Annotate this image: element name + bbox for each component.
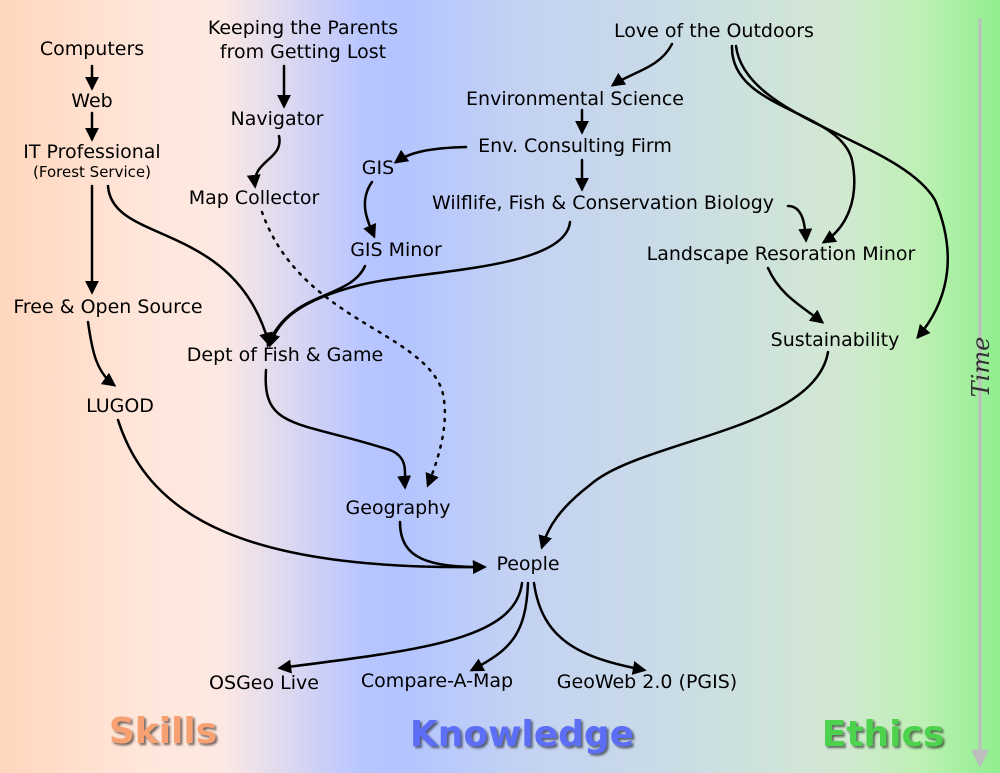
node-keeping-parents-line1: Keeping the Parents — [207, 17, 399, 39]
node-landscape-minor: Landscape Resoration Minor — [646, 243, 916, 265]
node-keeping-parents-line2: from Getting Lost — [219, 41, 387, 63]
node-geoweb: GeoWeb 2.0 (PGIS) — [556, 671, 738, 693]
edge-sustainability-people — [538, 350, 830, 550]
node-forest-service-label: (Forest Service) — [33, 163, 151, 181]
node-geography: Geography — [345, 497, 451, 519]
edge-people-osgeo — [277, 581, 524, 674]
edge-wildlife-dfg — [266, 220, 572, 348]
category-ethics-label: Ethics — [821, 714, 945, 755]
edge-lugod-people — [116, 418, 487, 575]
node-love-outdoors: Love of the Outdoors — [614, 20, 814, 42]
time-axis-label: Time — [967, 336, 995, 398]
edge-gis-gisminor — [363, 180, 377, 239]
edge-love-sustainability — [734, 44, 949, 340]
node-gis-minor: GIS Minor — [350, 239, 442, 261]
category-knowledge-label: Knowledge — [409, 714, 635, 755]
node-env-consulting: Env. Consulting Firm — [478, 135, 672, 157]
edge-consulting-gis — [393, 145, 468, 164]
node-keeping-parents: Keeping the Parents from Getting Lost — [208, 16, 398, 64]
edge-people-compare — [469, 581, 530, 672]
edge-love-envsci — [610, 42, 674, 87]
edge-navigator-mapcollector — [246, 134, 281, 189]
edge-people-geoweb — [532, 581, 647, 675]
edge-love-landscape — [730, 44, 856, 244]
edge-itpro-dfg — [106, 184, 273, 347]
edge-geography-people — [398, 520, 487, 574]
edge-wildlife-landscape — [786, 204, 813, 243]
category-skills-label: Skills — [108, 711, 218, 752]
node-it-professional-label: IT Professional — [23, 141, 161, 163]
edge-foss-lugod — [86, 320, 117, 387]
node-environmental-science: Environmental Science — [466, 88, 684, 110]
node-gis: GIS — [361, 157, 395, 179]
edge-landscape-sustainability — [766, 266, 825, 324]
node-people: People — [496, 553, 560, 575]
node-sustainability: Sustainability — [770, 329, 900, 351]
node-wildlife-biology: Wilflife, Fish & Conservation Biology — [431, 192, 775, 214]
edge-mapcollector-geography-dotted — [260, 210, 447, 488]
edge-gisminor-dfg — [265, 264, 367, 348]
node-lugod: LUGOD — [86, 395, 154, 417]
node-web: Web — [71, 90, 113, 112]
node-map-collector: Map Collector — [188, 187, 320, 209]
node-computers: Computers — [39, 38, 145, 60]
node-osgeo-live: OSGeo Live — [209, 672, 319, 694]
node-it-professional: IT Professional (Forest Service) — [23, 141, 160, 181]
node-navigator: Navigator — [230, 108, 324, 130]
node-compare-a-map: Compare-A-Map — [360, 670, 514, 692]
node-dept-fish-game: Dept of Fish & Game — [186, 344, 384, 366]
edge-dfg-geography — [264, 368, 412, 490]
node-free-open-source: Free & Open Source — [13, 296, 203, 318]
